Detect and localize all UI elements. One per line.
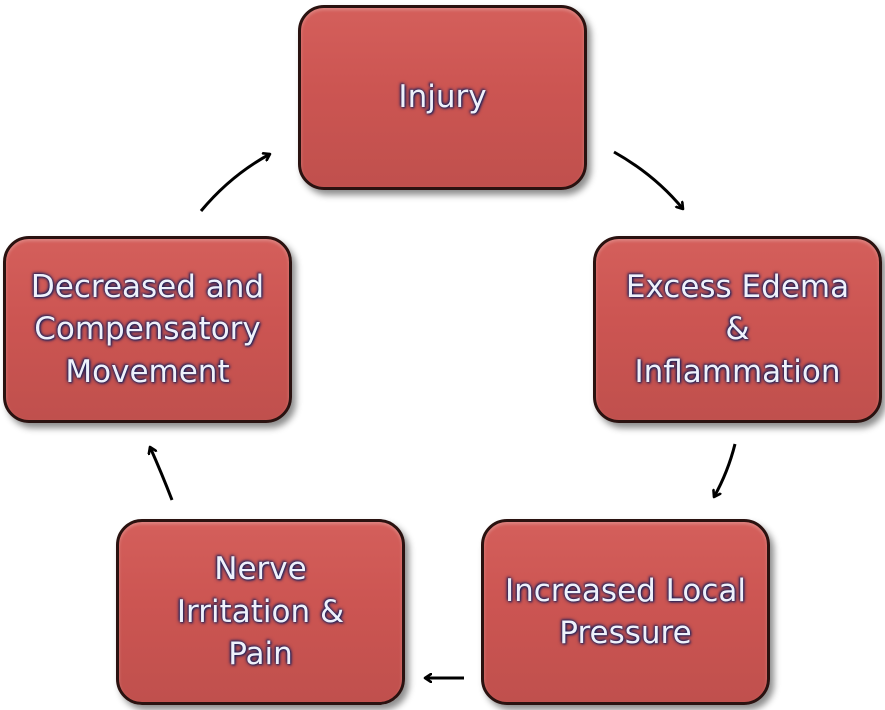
arrow-edema-to-pressure xyxy=(714,443,737,497)
node-injury: Injury xyxy=(298,5,587,190)
node-excess-edema-inflammation: Excess Edema & Inflammation xyxy=(593,236,882,423)
node-nerve-irritation-pain-label: Nerve Irritation & Pain xyxy=(176,551,345,673)
node-decreased-compensatory-movement-label: Decreased and Compensatory Movement xyxy=(30,268,265,390)
node-excess-edema-inflammation-label: Excess Edema & Inflammation xyxy=(625,268,850,390)
arrow-movement-to-injury xyxy=(199,154,270,212)
arrow-injury-to-edema xyxy=(613,150,683,209)
node-increased-local-pressure: Increased Local Pressure xyxy=(481,519,770,705)
node-injury-label: Injury xyxy=(398,79,487,116)
node-decreased-compensatory-movement: Decreased and Compensatory Movement xyxy=(3,236,292,423)
node-increased-local-pressure-label: Increased Local Pressure xyxy=(504,572,747,651)
node-nerve-irritation-pain: Nerve Irritation & Pain xyxy=(116,519,405,705)
arrow-pain-to-movement xyxy=(150,447,174,501)
